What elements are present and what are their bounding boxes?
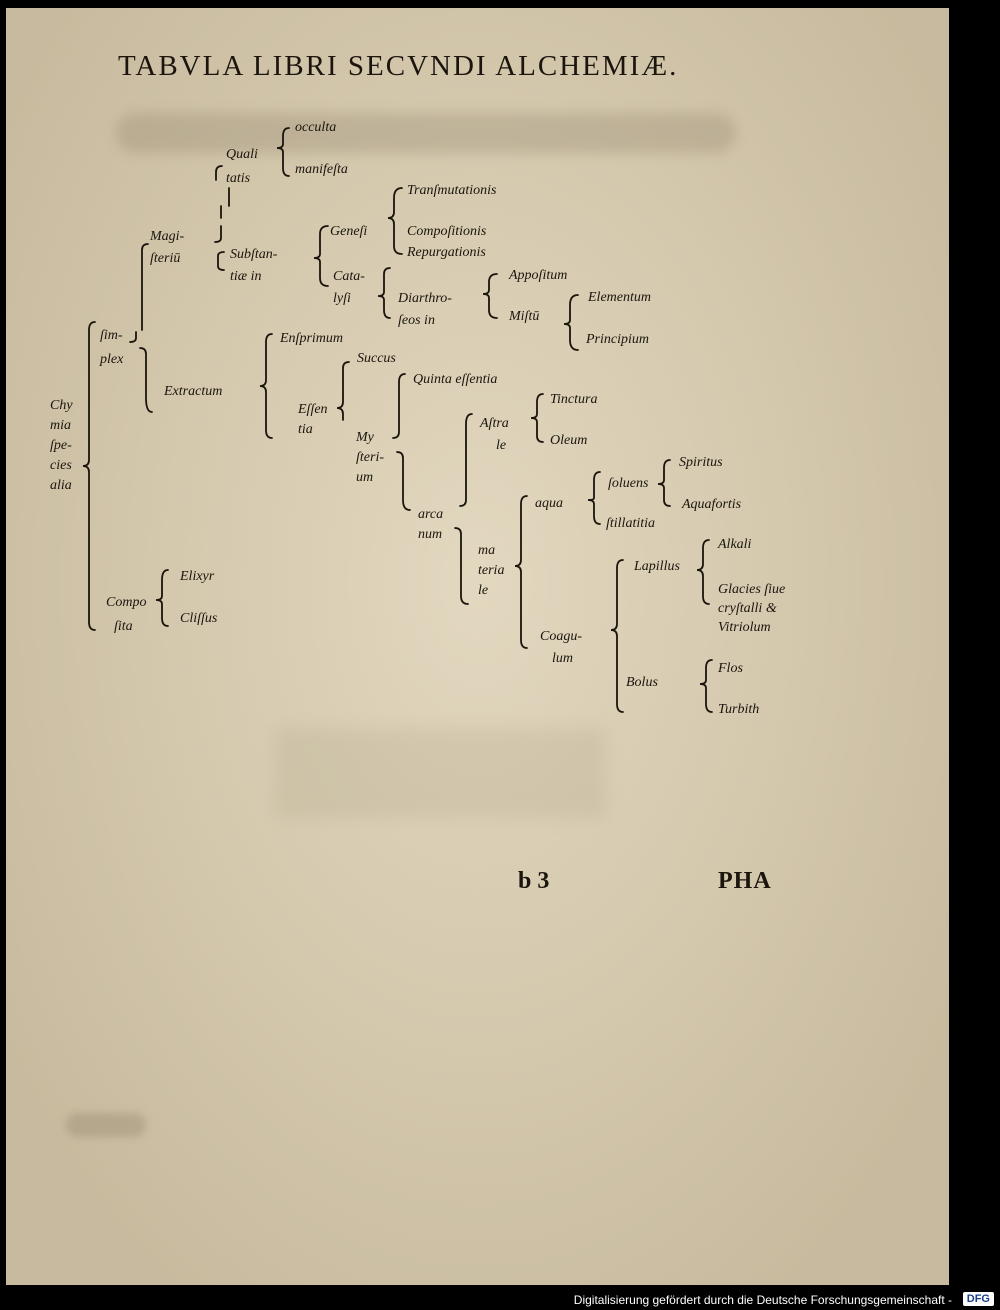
node-aqua: aqua <box>535 496 563 511</box>
node-elementum: Elementum <box>588 290 651 305</box>
book-page <box>6 8 949 1285</box>
node-aquafortis: Aquafortis <box>682 497 742 512</box>
root-line: alia <box>50 478 72 493</box>
node-spiritus: Spiritus <box>679 455 723 470</box>
node-arcanum: arca num <box>418 507 444 542</box>
node-manifesta: manifeſta <box>295 162 348 177</box>
node-catalysi: Cata- lyſi <box>333 269 365 306</box>
node-mysterium: My ſteri- um <box>356 430 384 485</box>
node-materiale: ma teria le <box>478 543 505 598</box>
node-lapillus: Lapillus <box>634 559 680 574</box>
node-substantiae: Subſtan- tiæ in <box>230 247 278 284</box>
footer-credit: Digitalisierung gefördert durch die Deut… <box>573 1293 952 1307</box>
node-bolus: Bolus <box>626 675 658 690</box>
bleed-through-text <box>276 728 606 818</box>
bleed-through-ornament <box>116 113 736 153</box>
node-exprimum: Enſprimum <box>280 331 343 346</box>
dfg-logo: DFG <box>962 1292 994 1306</box>
node-elixyr: Elixyr <box>180 569 215 584</box>
node-soluens: ſoluens <box>608 476 649 491</box>
root-line: Chy <box>50 398 73 413</box>
node-turbith: Turbith <box>718 702 760 717</box>
root-line: ſpe- <box>50 438 72 453</box>
root-line: mia <box>50 418 71 433</box>
node-transmutationis: Tranſmutationis <box>407 183 497 198</box>
node-occulta: occulta <box>295 120 337 135</box>
node-tinctura: Tinctura <box>550 392 598 407</box>
node-oleum: Oleum <box>550 433 588 448</box>
node-compositionis: Compoſitionis <box>407 224 487 239</box>
node-extractum: Extractum <box>164 384 223 399</box>
footer-bar: Digitalisierung gefördert durch die Deut… <box>0 1290 1000 1310</box>
node-mistum: Miſtū <box>509 309 540 324</box>
node-magisterium: Magi- ſteriū <box>150 229 185 266</box>
signature-mark: b 3 <box>518 868 550 894</box>
node-qualitatis: Quali tatis <box>226 147 258 186</box>
node-quinta-essentia: Quinta eſſentia <box>413 372 498 387</box>
node-essentia: Eſſen tia <box>298 402 328 437</box>
catchword: PHA <box>718 868 772 894</box>
node-diarthroseos: Diarthro- ſeos in <box>398 291 452 328</box>
node-clissus: Cliſſus <box>180 611 218 626</box>
node-genesi: Geneſi <box>330 224 368 239</box>
root-label: Chy mia ſpe- cies alia <box>50 396 73 496</box>
node-simplex: ſim- plex <box>100 328 124 367</box>
root-line: cies <box>50 458 72 473</box>
page-title: TABVLA LIBRI SECVNDI ALCHEMIÆ. <box>118 50 679 82</box>
node-stillatitia: ſtillatitia <box>606 516 656 531</box>
node-composita: Compo ſita <box>106 595 147 634</box>
node-coagulum: Coagu- lum <box>540 629 582 666</box>
node-alkali: Alkali <box>718 537 752 552</box>
node-principium: Principium <box>586 332 649 347</box>
node-glacies: Glacies ſiue cryſtalli & Vitriolum <box>718 582 786 635</box>
ink-smudge <box>66 1113 146 1137</box>
node-flos: Flos <box>718 661 743 676</box>
node-repurgationis: Repurgationis <box>407 245 486 260</box>
node-astrale: Aſtra le <box>480 416 509 453</box>
node-succus: Succus <box>357 351 396 366</box>
node-appositum: Appoſitum <box>509 268 568 283</box>
